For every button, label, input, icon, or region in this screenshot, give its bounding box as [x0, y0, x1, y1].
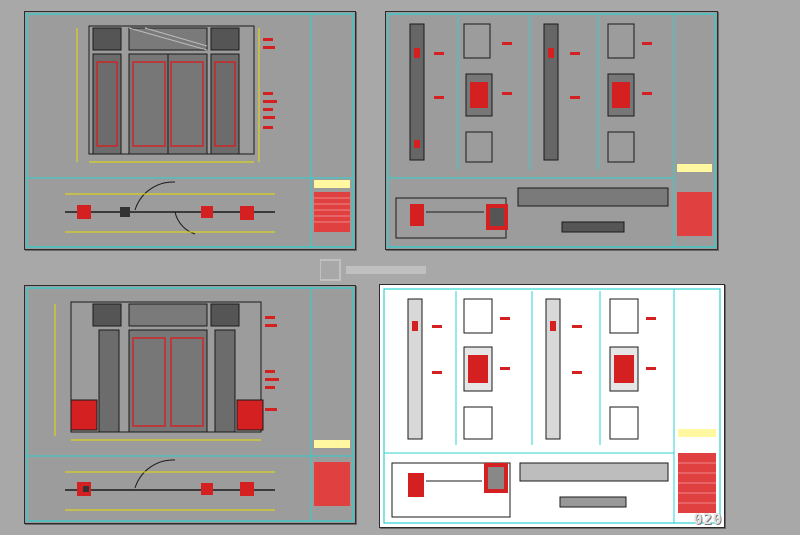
watermark-logo — [320, 259, 426, 281]
drawing-sheet-elevation-1[interactable] — [24, 11, 356, 250]
plan-section-drawing — [65, 181, 275, 235]
door-elevation-drawing — [76, 25, 260, 163]
joint-detail-drawing — [391, 462, 511, 518]
threshold-detail-drawing — [517, 187, 669, 233]
annotation-leaders — [263, 38, 277, 129]
title-block — [314, 440, 350, 506]
page-number: 020 — [693, 510, 722, 528]
section-detail-columns — [407, 291, 639, 445]
section-detail-columns — [409, 16, 635, 170]
door-elevation-drawing — [54, 301, 264, 441]
annotation-leaders — [432, 317, 656, 374]
drawing-sheet-details-1[interactable] — [385, 11, 718, 250]
plan-section-drawing — [65, 459, 275, 511]
drawing-sheet-details-2[interactable] — [379, 284, 725, 528]
threshold-detail-drawing — [519, 462, 669, 508]
title-block — [678, 429, 716, 513]
annotation-leaders — [265, 316, 279, 411]
title-block — [677, 164, 712, 236]
joint-detail-drawing — [395, 197, 508, 239]
title-block — [314, 180, 350, 232]
drawing-sheet-elevation-2[interactable] — [24, 285, 356, 524]
annotation-leaders — [434, 42, 652, 99]
